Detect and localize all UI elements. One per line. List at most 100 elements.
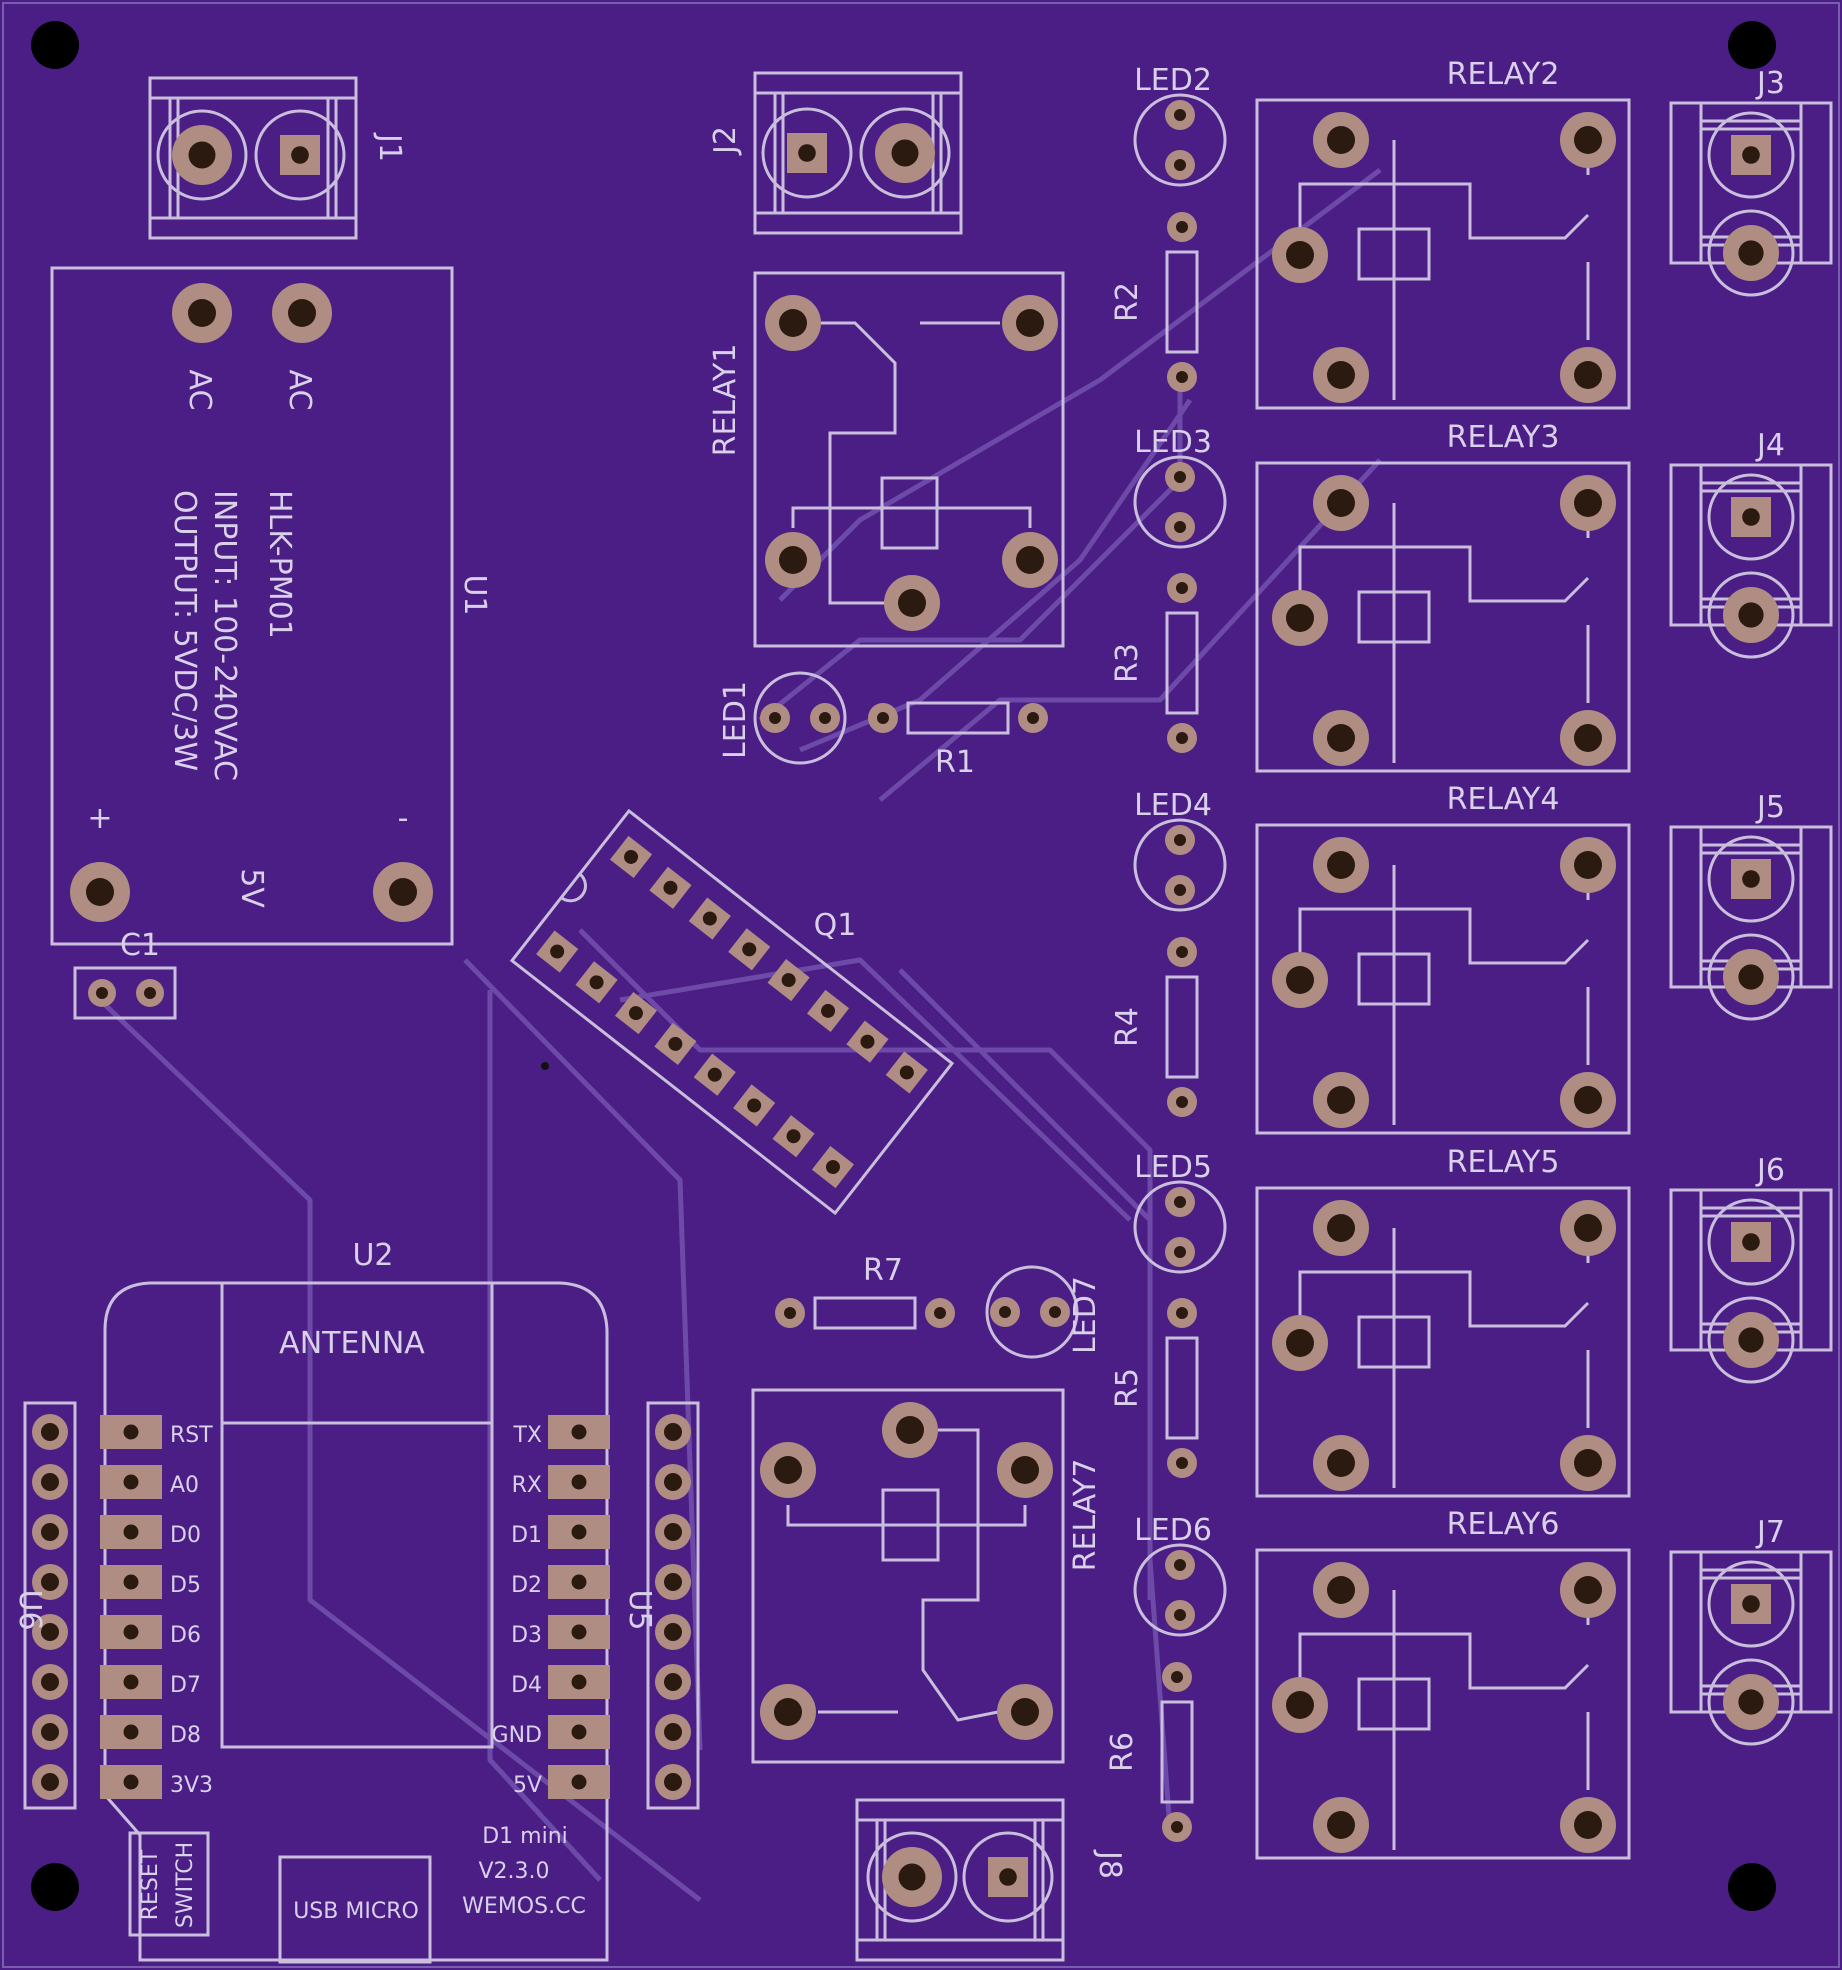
r7-label: R7 — [863, 1253, 903, 1288]
silk-outline — [1033, 1818, 1045, 1942]
silk-line — [921, 1428, 999, 1722]
pad-drill — [571, 1724, 587, 1740]
relay1-coil — [880, 476, 939, 550]
hlk-input: INPUT: 100-240VAC — [207, 490, 242, 781]
mounting-hole — [31, 1863, 79, 1911]
pad-drill — [896, 1416, 924, 1444]
pad-drill — [1327, 724, 1355, 752]
q1-drill — [786, 1129, 801, 1144]
pad-drill — [571, 1674, 587, 1690]
pad-drill — [1174, 1559, 1186, 1571]
hlk-name: HLK-PM01 — [262, 490, 297, 639]
terminal-j1-outline — [148, 76, 358, 240]
pad-drill — [571, 1624, 587, 1640]
pad-drill — [664, 1423, 682, 1441]
pad-drill — [123, 1574, 139, 1590]
pad-drill — [41, 1423, 59, 1441]
terminal-label: J5 — [1755, 790, 1785, 825]
pad-drill — [999, 1306, 1011, 1318]
pad-drill — [999, 1868, 1017, 1886]
pad-drill — [1574, 1811, 1602, 1839]
pad-drill — [288, 299, 316, 327]
pad-drill — [1742, 1595, 1760, 1613]
j2-label: J2 — [708, 126, 743, 156]
pad-drill — [1049, 1306, 1061, 1318]
pad-drill — [1286, 1329, 1314, 1357]
pin-label-right: D1 — [511, 1523, 542, 1548]
pad-drill — [571, 1574, 587, 1590]
c1-label: C1 — [120, 928, 160, 963]
pad-drill — [1176, 946, 1188, 958]
silk-outline — [1699, 1568, 1803, 1580]
pad-drill — [1174, 1246, 1186, 1258]
led-label: LED4 — [1134, 788, 1212, 823]
pad-drill — [1574, 1449, 1602, 1477]
silk-circle — [1133, 1180, 1227, 1274]
mounting-holes — [31, 21, 1776, 1911]
ac-label-1: AC — [182, 370, 217, 411]
pad-drill — [41, 1523, 59, 1541]
terminal-label: J6 — [1755, 1153, 1785, 1188]
copper-traces — [98, 168, 1382, 1902]
pad-drill — [1327, 126, 1355, 154]
u2-label: U2 — [352, 1238, 393, 1273]
relay-outline — [1255, 1186, 1631, 1498]
pad-drill — [1176, 1457, 1188, 1469]
silk-circle — [254, 109, 346, 201]
pad-drill — [1286, 241, 1314, 269]
pad-drill — [1176, 732, 1188, 744]
silk-circle — [1707, 571, 1795, 659]
pad-drill — [891, 139, 919, 167]
relay1-outline — [753, 271, 1065, 648]
pad-drill — [188, 299, 216, 327]
header-outline — [646, 1401, 700, 1810]
pad-drill — [774, 1456, 802, 1484]
pad-drill — [41, 1673, 59, 1691]
resistor-label: R5 — [1110, 1368, 1145, 1408]
pad-drill — [1016, 309, 1044, 337]
pad-drill — [1174, 521, 1186, 533]
silk-outline — [1699, 1206, 1803, 1218]
pad-drill — [1574, 126, 1602, 154]
relay7-label: RELAY7 — [1068, 1459, 1103, 1572]
silk-line — [820, 321, 897, 605]
pin-label-left: A0 — [170, 1473, 199, 1498]
resistor-body — [1165, 250, 1199, 354]
pin-label-left: D0 — [170, 1523, 201, 1548]
q1-drill — [702, 911, 717, 926]
pad-drill — [798, 144, 816, 162]
pad-drill — [819, 712, 831, 724]
pad-drill — [664, 1773, 682, 1791]
pad-drill — [1176, 582, 1188, 594]
relay-outline — [1255, 1548, 1631, 1860]
u1-label: U1 — [457, 574, 492, 615]
pin-label-right: D3 — [511, 1623, 542, 1648]
resistor-label: R4 — [1110, 1007, 1145, 1047]
silk-line — [1298, 182, 1590, 240]
pad-drill — [769, 712, 781, 724]
relay-label: RELAY2 — [1447, 57, 1560, 92]
hlk-output: OUTPUT: 5VDC/3W — [167, 490, 202, 771]
reset-label: RESET — [138, 1849, 163, 1920]
resistor-body — [1160, 1700, 1194, 1804]
reset-switch-outline — [128, 1831, 210, 1937]
pad-drill — [571, 1524, 587, 1540]
pad-drill — [664, 1723, 682, 1741]
r1-body — [906, 701, 1010, 735]
pad-drill — [779, 546, 807, 574]
pad-drill — [1574, 1214, 1602, 1242]
q1-pads — [536, 835, 928, 1189]
silk-circle — [1707, 1658, 1795, 1746]
pad-drill — [1171, 1821, 1183, 1833]
pad-drill — [1574, 489, 1602, 517]
led-label: LED2 — [1134, 63, 1212, 98]
pad-drill — [41, 1623, 59, 1641]
pad-drill — [41, 1573, 59, 1591]
r7-body — [813, 1296, 917, 1330]
pad-drill — [1742, 870, 1760, 888]
silk-line — [791, 506, 1032, 528]
silk-outline — [1699, 843, 1803, 855]
silk-line — [1298, 1270, 1590, 1328]
pin-label-right: RX — [512, 1473, 542, 1498]
